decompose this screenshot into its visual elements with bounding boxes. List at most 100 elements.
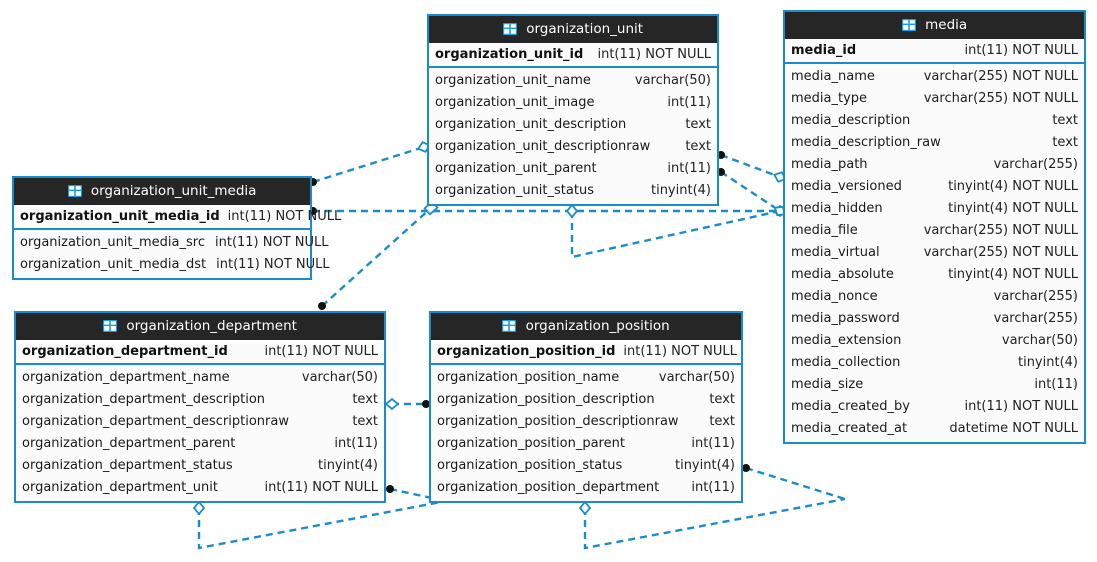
column-name: organization_position_description — [437, 392, 655, 407]
column-name: organization_department_description — [22, 392, 266, 407]
column-name: media_name — [791, 69, 875, 84]
column-name: organization_unit_descriptionraw — [435, 139, 651, 154]
column-type: int(11) NOT NULL — [964, 43, 1078, 58]
column-type: int(11) NOT NULL — [264, 480, 378, 495]
pk-row: organization_department_id int(11) NOT N… — [16, 340, 384, 365]
column-type: tinyint(4) — [317, 458, 378, 473]
diamond-marker — [578, 500, 592, 516]
relationship-organization_unit-media — [720, 170, 781, 213]
column-name: organization_unit_parent — [435, 161, 597, 176]
column-name: media_description_raw — [791, 135, 941, 150]
entity-organization_unit_media[interactable]: organization_unit_media organization_uni… — [12, 176, 341, 280]
column-name: media_hidden — [791, 201, 883, 216]
column-name: media_extension — [791, 333, 902, 348]
relationship-organization_unit-media — [720, 153, 781, 179]
column-row: organization_department_parent int(11) — [16, 433, 384, 455]
column-type: text — [709, 414, 735, 429]
column-name: organization_position_name — [437, 370, 620, 385]
column-type: int(11) — [691, 436, 735, 451]
column-name: organization_position_status — [437, 458, 623, 473]
column-name: organization_unit_status — [435, 183, 594, 198]
column-type: tinyint(4) — [650, 183, 711, 198]
table-icon — [901, 14, 916, 39]
column-type: int(11) NOT NULL — [964, 399, 1078, 414]
column-name: organization_department_unit — [22, 480, 218, 495]
entity-organization_department[interactable]: organization_department organization_dep… — [14, 311, 386, 503]
column-type: int(11) — [334, 436, 378, 451]
column-type: varchar(255) — [993, 311, 1078, 326]
column-type: int(11) NOT NULL — [597, 47, 711, 62]
column-name: media_absolute — [791, 267, 894, 282]
column-name: media_collection — [791, 355, 901, 370]
pk-row: organization_unit_id int(11) NOT NULL — [429, 43, 717, 68]
column-type: int(11) — [691, 480, 735, 495]
column-type: tinyint(4) — [1017, 355, 1078, 370]
column-row: organization_department_unit int(11) NOT … — [16, 477, 384, 499]
column-name: organization_department_id — [22, 344, 228, 359]
diamond-marker — [192, 500, 206, 516]
entity-organization_position[interactable]: organization_position organization_posit… — [429, 311, 743, 503]
column-name: organization_position_id — [437, 344, 616, 359]
column-name: organization_department_parent — [22, 436, 236, 451]
dot-marker — [742, 464, 750, 472]
column-name: media_virtual — [791, 245, 880, 260]
column-type: int(11) NOT NULL — [216, 257, 330, 272]
pk-row: organization_position_id int(11) NOT NUL… — [431, 340, 741, 365]
column-name: organization_unit_media_dst — [20, 257, 207, 272]
relationship-organization_unit_media-organization_unit — [312, 145, 425, 184]
column-name: organization_department_name — [22, 370, 230, 385]
entity-title: organization_unit — [526, 21, 644, 37]
entity-organization_unit[interactable]: organization_unit organization_unit_id i… — [427, 14, 719, 206]
column-name: organization_unit_id — [435, 47, 584, 62]
column-type: int(11) NOT NULL — [227, 209, 342, 224]
entity-title: organization_unit_media — [90, 183, 257, 199]
column-type: varchar(255) — [993, 157, 1078, 172]
column-name: organization_unit_media_src — [20, 235, 205, 250]
entity-header-media: media — [785, 12, 1084, 39]
column-type: varchar(50) — [1001, 333, 1078, 348]
column-type: int(11) — [667, 161, 711, 176]
column-type: varchar(50) — [658, 370, 735, 385]
column-row: media_password varchar(255) — [785, 308, 1084, 330]
entity-header-organization_department: organization_department — [16, 313, 384, 340]
column-type: int(11) — [667, 95, 711, 110]
entity-header-organization_unit_media: organization_unit_media — [14, 178, 310, 205]
dot-marker — [318, 302, 326, 310]
column-name: media_password — [791, 311, 900, 326]
table-icon — [502, 315, 517, 340]
column-row: organization_unit_media_src int(11) NOT N… — [14, 232, 329, 254]
entity-title: organization_department — [126, 318, 297, 334]
entity-title: media — [925, 17, 968, 33]
relationship-organization_position-organization_position — [583, 497, 846, 550]
column-name: organization_unit_name — [435, 73, 591, 88]
column-name: media_file — [791, 223, 858, 238]
column-type: int(11) NOT NULL — [623, 344, 737, 359]
entity-header-organization_position: organization_position — [431, 313, 741, 340]
column-type: int(11) NOT NULL — [215, 235, 329, 250]
column-name: media_versioned — [791, 179, 902, 194]
column-name: media_type — [791, 91, 868, 106]
pk-row: organization_unit_media_id int(11) NOT N… — [14, 205, 341, 230]
column-type: varchar(255) NOT NULL — [923, 69, 1078, 84]
entity-media[interactable]: media media_id int(11) NOT NULL media_na… — [783, 10, 1086, 444]
column-row: organization_unit_media_dst int(11) NOT N… — [14, 254, 330, 276]
